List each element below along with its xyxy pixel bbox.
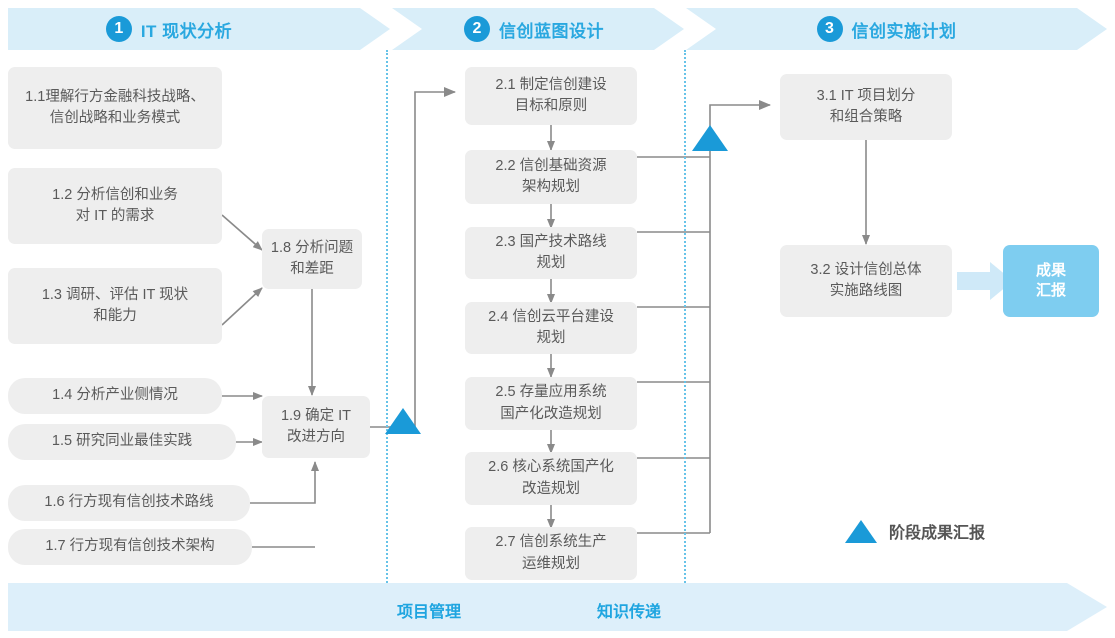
- phase-label-3: 信创实施计划: [851, 21, 957, 41]
- task-box-2-3[interactable]: 2.3 国产技术路线 规划: [465, 227, 637, 279]
- result-badge[interactable]: 成果 汇报: [1003, 245, 1099, 317]
- phase-number-3: 3: [816, 16, 843, 42]
- task-box-1-1[interactable]: 1.1理解行方金融科技战略、 信创战略和业务模式: [8, 67, 222, 149]
- legend-label: 阶段成果汇报: [889, 525, 986, 542]
- task-box-1-4[interactable]: 1.4 分析产业侧情况: [8, 378, 222, 414]
- task-box-2-2[interactable]: 2.2 信创基础资源 架构规划: [465, 150, 637, 204]
- task-box-2-6[interactable]: 2.6 核心系统国产化 改造规划: [465, 452, 637, 505]
- task-box-3-1[interactable]: 3.1 IT 项目划分 和组合策略: [780, 74, 952, 140]
- phase-divider-2: [684, 50, 686, 583]
- task-box-2-1[interactable]: 2.1 制定信创建设 目标和原则: [465, 67, 637, 125]
- task-box-1-6[interactable]: 1.6 行方现有信创技术路线: [8, 485, 250, 521]
- task-box-2-7[interactable]: 2.7 信创系统生产 运维规划: [465, 527, 637, 580]
- milestone-triangle-phase1: [385, 408, 421, 434]
- task-box-1-8[interactable]: 1.8 分析问题 和差距: [262, 229, 362, 289]
- task-box-2-4[interactable]: 2.4 信创云平台建设 规划: [465, 302, 637, 354]
- phase-label-1: IT 现状分析: [140, 21, 233, 41]
- task-box-1-7[interactable]: 1.7 行方现有信创技术架构: [8, 529, 252, 565]
- phase-banner-3[interactable]: 3 信创实施计划: [686, 8, 1107, 50]
- task-box-1-3[interactable]: 1.3 调研、评估 IT 现状 和能力: [8, 268, 222, 344]
- task-box-1-2[interactable]: 1.2 分析信创和业务 对 IT 的需求: [8, 168, 222, 244]
- phase-banner-2[interactable]: 2 信创蓝图设计: [392, 8, 684, 50]
- footer-label-knowledge-transfer: 知识传递: [597, 604, 662, 621]
- task-box-1-5[interactable]: 1.5 研究同业最佳实践: [8, 424, 236, 460]
- phase-divider-1: [386, 50, 388, 583]
- task-box-2-5[interactable]: 2.5 存量应用系统 国产化改造规划: [465, 377, 637, 430]
- footer-label-project-management: 项目管理: [397, 604, 462, 621]
- milestone-triangle-icon: [845, 519, 877, 543]
- phase-number-1: 1: [105, 16, 132, 42]
- task-box-3-2[interactable]: 3.2 设计信创总体 实施路线图: [780, 245, 952, 317]
- footer-band: [8, 583, 1107, 631]
- legend: 阶段成果汇报: [845, 519, 985, 543]
- phase-label-2: 信创蓝图设计: [499, 21, 604, 41]
- milestone-triangle-phase2: [692, 125, 728, 151]
- phase-banner-1[interactable]: 1 IT 现状分析: [8, 8, 390, 50]
- task-box-1-9[interactable]: 1.9 确定 IT 改进方向: [262, 396, 370, 458]
- phase-number-2: 2: [464, 16, 490, 42]
